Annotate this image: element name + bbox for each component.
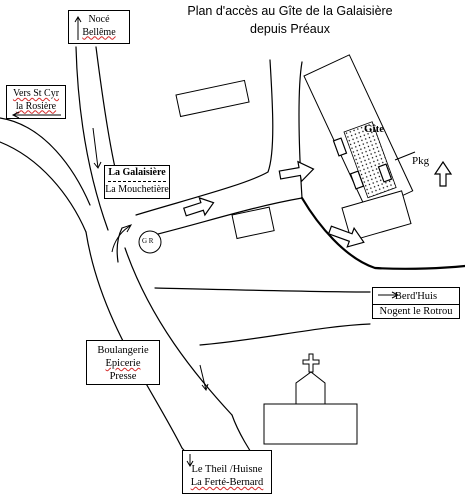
direction-arrow-icon	[278, 160, 315, 183]
arrow-up-icon	[74, 16, 82, 40]
gite-door-2	[349, 170, 365, 190]
arrow-southwards	[201, 383, 209, 392]
gite-door-3	[377, 163, 393, 183]
road-edge-west-north	[75, 46, 109, 231]
sign-le-theil-text1: Le Theil /Huisne	[191, 464, 263, 475]
sign-boulangerie-line2: Epicerie	[105, 358, 141, 370]
building-gite-annex	[341, 190, 412, 242]
sign-le-theil: Le Theil /Huisne La Ferté-Bernard	[182, 450, 272, 494]
arrow-right-icon	[378, 291, 399, 299]
gr-marker	[138, 230, 162, 254]
sign-berd-huis-line1: Berd'Huis	[373, 290, 459, 306]
sign-noce-line2: Bellême	[82, 26, 116, 38]
sign-noce-line1: Nocé	[88, 14, 110, 25]
church-cross-icon	[295, 353, 326, 405]
road-edge-east-main	[124, 247, 233, 416]
sign-le-theil-line2: La Ferté-Bernard	[190, 477, 264, 489]
arrow-to-galaisiere	[121, 224, 133, 233]
arrow-southwards	[199, 364, 207, 391]
road-edge-east-lower	[199, 323, 371, 346]
road-edge-east-upper	[154, 287, 371, 293]
sign-la-galaisiere: La Galaisière La Mouchetière	[104, 165, 170, 199]
church-nave	[263, 403, 358, 445]
sign-boulangerie-line1: Boulangerie	[97, 345, 149, 356]
direction-arrow-icon	[327, 225, 365, 248]
building-centre-small	[231, 206, 275, 240]
road-spur	[116, 227, 123, 263]
sign-st-cyr-line2: la Rosière	[15, 100, 57, 112]
pkg-label: Pkg	[412, 155, 430, 167]
road-edge-south-west	[0, 141, 87, 233]
sign-berd-huis: Berd'Huis Nogent le Rotrou	[372, 287, 460, 319]
building-north-field	[175, 79, 250, 118]
direction-arrow-icon	[433, 160, 453, 187]
map-title: Plan d'accès au Gîte de la Galaisière	[187, 4, 393, 18]
arrow-to-main-road	[93, 161, 102, 169]
gr-label: G R	[142, 237, 154, 245]
direction-arrow-icon	[183, 196, 215, 217]
arrow-down-icon	[186, 454, 194, 467]
sign-le-theil-line1: Le Theil /Huisne	[183, 463, 271, 476]
map-subtitle: depuis Préaux	[250, 22, 330, 36]
arrow-to-galaisiere	[111, 225, 131, 253]
gite-label: Gîte	[364, 123, 385, 135]
private-lane	[300, 196, 465, 270]
sign-st-cyr-line1: Vers St Cyr	[12, 88, 60, 99]
sign-berd-huis-line2: Nogent le Rotrou	[379, 306, 453, 318]
arrow-to-main-road	[92, 127, 99, 169]
sign-boulangerie: Boulangerie Epicerie Presse	[86, 340, 160, 385]
sign-noce-belleme: Nocé Bellême	[68, 10, 130, 44]
sign-galaisiere-line2: La Mouchetière	[105, 183, 169, 195]
gite-door-1	[332, 137, 348, 157]
sign-boulangerie-line3: Presse	[109, 371, 137, 383]
sign-vers-st-cyr: Vers St Cyr la Rosière	[6, 85, 66, 119]
road-edge-north-west	[0, 117, 91, 206]
arrow-left-icon	[11, 111, 61, 119]
road-edge-gite-upper	[135, 59, 274, 216]
arrow-pkg	[394, 151, 416, 161]
sign-galaisiere-line1: La Galaisière	[108, 167, 166, 182]
